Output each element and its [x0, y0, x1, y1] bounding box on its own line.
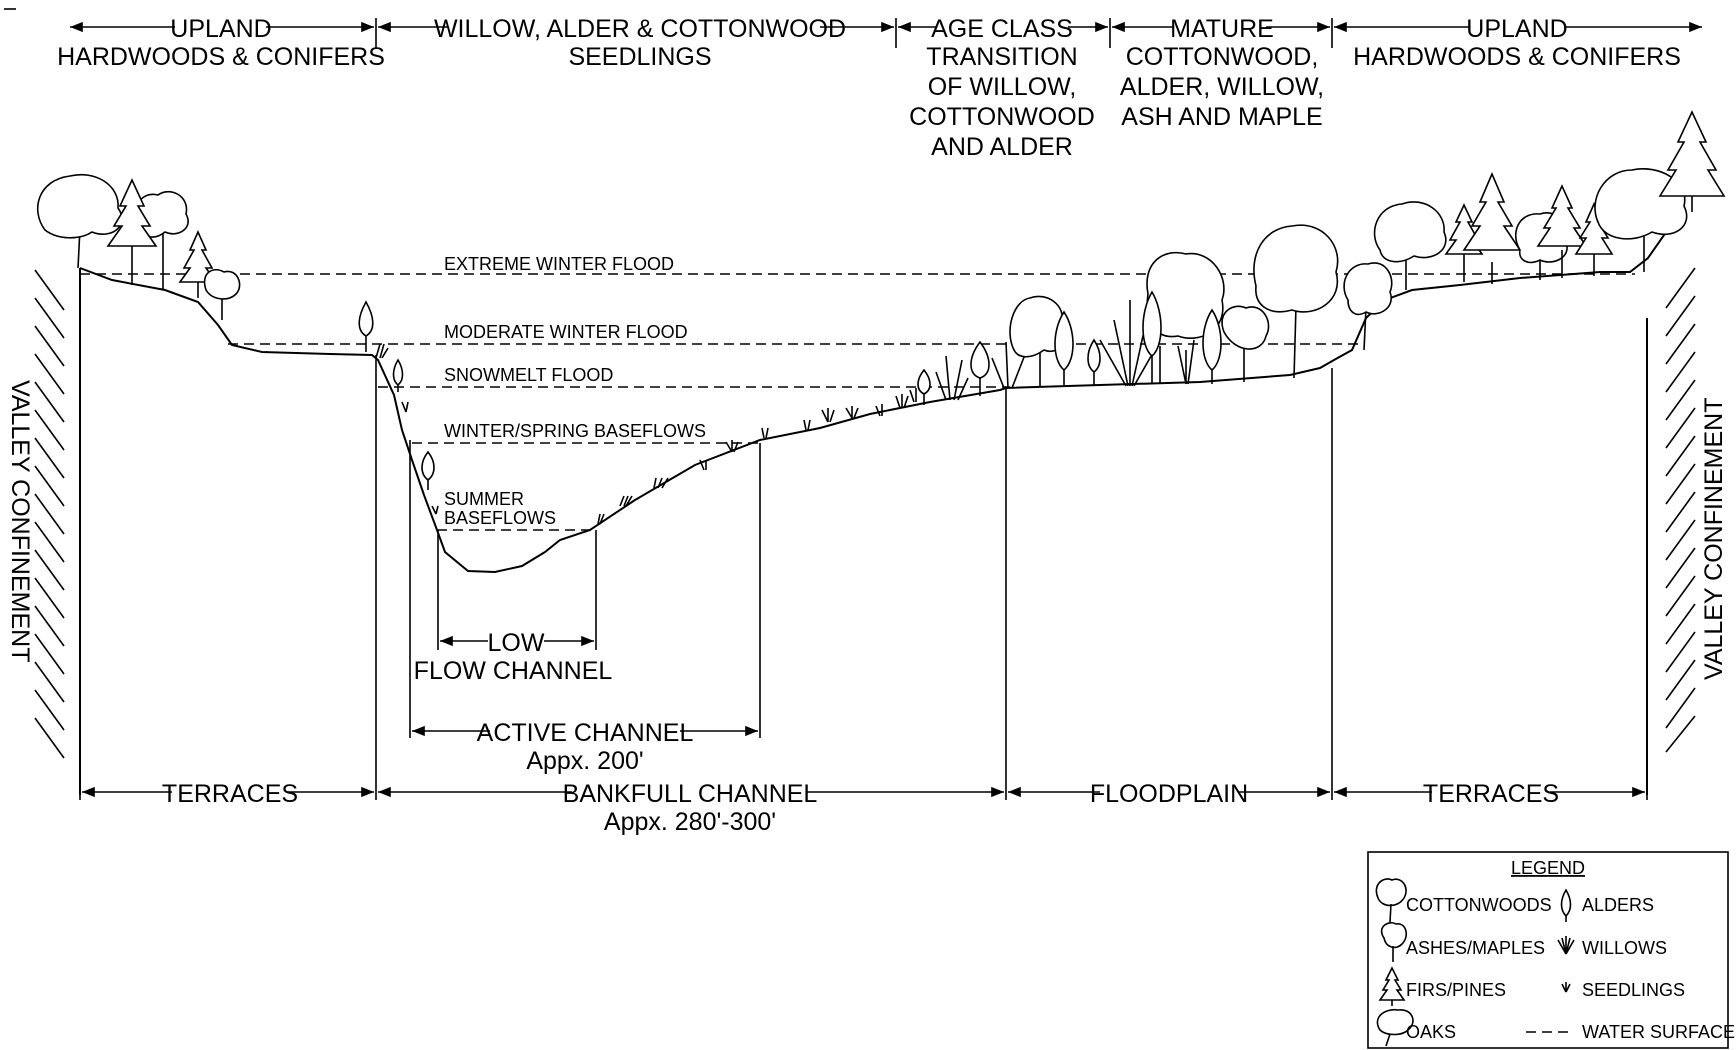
legend-alder-symbol [1560, 888, 1572, 922]
zone-3-line-4: COTTONWOOD [909, 103, 1095, 131]
extreme-winter-flood-label: EXTREME WINTER FLOOD [444, 254, 674, 274]
legend-cottonwoods-label: COTTONWOODS [1406, 895, 1552, 915]
zone-3-line-2: TRANSITION [926, 43, 1077, 71]
legend-title: LEGEND [1511, 858, 1585, 878]
zone-2-line-2: SEEDLINGS [568, 43, 711, 71]
low-flow-label-2: FLOW CHANNEL [414, 657, 613, 685]
low-flow-label-1: LOW [488, 629, 545, 657]
snowmelt-flood-label: SNOWMELT FLOOD [444, 365, 613, 385]
zone-4-line-4: ASH AND MAPLE [1121, 103, 1322, 131]
legend-oaks-label: OAKS [1406, 1022, 1456, 1042]
zone-1-line-1: UPLAND [170, 15, 271, 43]
terrain-profile [79, 214, 1679, 574]
zone-1-line-2: HARDWOODS & CONIFERS [57, 43, 385, 71]
bankfull-channel-width: Appx. 280'-300' [604, 808, 776, 836]
legend-seedling-symbol [1561, 982, 1571, 993]
active-channel-width: Appx. 200' [526, 747, 643, 775]
summer-baseflows-label-2: BASEFLOWS [444, 508, 556, 528]
active-channel-label: ACTIVE CHANNEL [477, 719, 694, 747]
zone-dimension-line [70, 18, 1702, 48]
right-valley-wall-hatching [1646, 267, 1696, 795]
zone-2-line-1: WILLOW, ALDER & COTTONWOOD [434, 15, 846, 43]
legend-willow-symbol [1557, 936, 1575, 955]
terraces-right-label: TERRACES [1423, 780, 1559, 808]
floodplain-trees [1009, 224, 1339, 387]
terraces-left-label: TERRACES [162, 780, 298, 808]
winter-spring-baseflows-label: WINTER/SPRING BASEFLOWS [444, 421, 706, 441]
bottom-dimension-line [79, 782, 1648, 800]
zone-4-line-1: MATURE [1170, 15, 1274, 43]
zone-4-line-3: ALDER, WILLOW, [1120, 73, 1324, 101]
dimension-extension-lines [375, 355, 1333, 800]
left-upland-trees [36, 173, 241, 320]
legend-box [1367, 851, 1729, 1049]
legend-ash-maple-symbol [1380, 922, 1408, 962]
transition-zone-trees [917, 340, 1027, 405]
bankfull-channel-label: BANKFULL CHANNEL [563, 780, 818, 808]
legend-alders-label: ALDERS [1582, 895, 1654, 915]
zone-3-line-5: AND ALDER [931, 133, 1073, 161]
legend-fir-pine-symbol [1378, 966, 1406, 1006]
floodplain-label: FLOODPLAIN [1090, 780, 1248, 808]
right-valley-confinement-label: VALLEY CONFINEMENT [1700, 398, 1728, 680]
left-bank-seedlings [358, 300, 917, 525]
zone-3-line-3: OF WILLOW, [928, 73, 1077, 101]
legend-cottonwood-symbol [1375, 878, 1407, 923]
legend-firs-pines-label: FIRS/PINES [1406, 980, 1506, 1000]
legend-willows-label: WILLOWS [1582, 938, 1667, 958]
moderate-winter-flood-label: MODERATE WINTER FLOOD [444, 322, 688, 342]
zone-3-line-1: AGE CLASS [931, 15, 1073, 43]
legend-water-surfaces-label: WATER SURFACES [1582, 1022, 1736, 1042]
zone-4-line-2: COTTONWOOD, [1126, 43, 1319, 71]
left-valley-wall-hatching [34, 268, 81, 795]
left-valley-confinement-label: VALLEY CONFINEMENT [6, 380, 34, 662]
legend-oak-symbol [1376, 1008, 1414, 1047]
legend-ashes-maples-label: ASHES/MAPLES [1406, 938, 1545, 958]
right-upland-trees [1343, 110, 1726, 351]
legend-seedlings-label: SEEDLINGS [1582, 980, 1685, 1000]
summer-baseflows-label-1: SUMMER [444, 489, 524, 509]
zone-5-line-2: HARDWOODS & CONIFERS [1353, 43, 1681, 71]
zone-5-line-1: UPLAND [1466, 15, 1567, 43]
